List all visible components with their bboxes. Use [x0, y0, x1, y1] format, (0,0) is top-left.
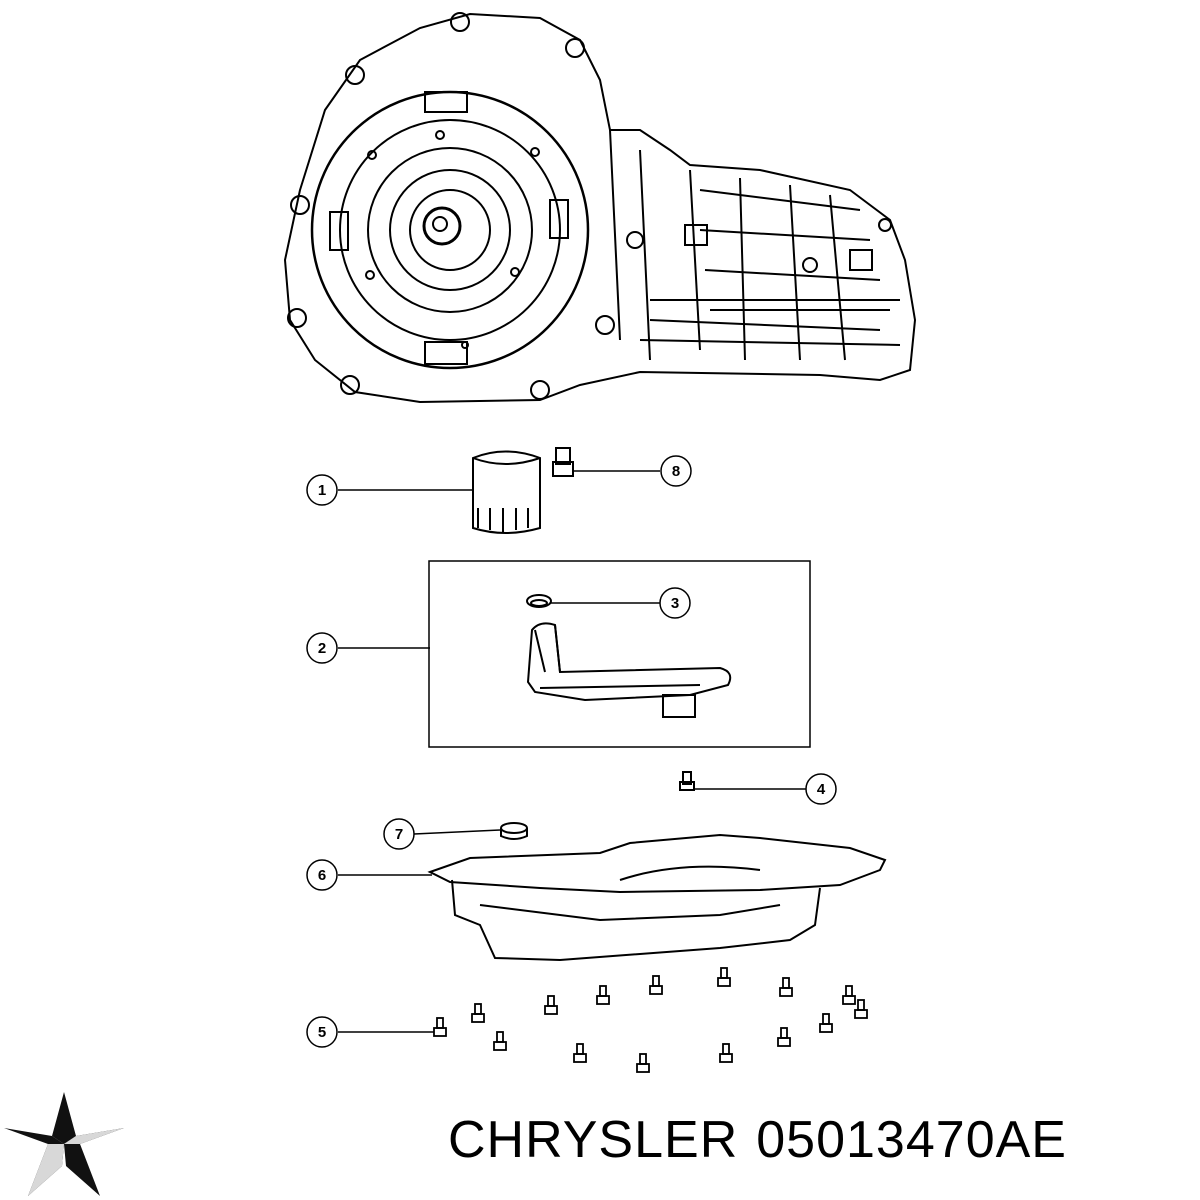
- callout-7-label: 7: [395, 826, 403, 843]
- callout-6: 6: [306, 859, 338, 891]
- callout-5: 5: [306, 1016, 338, 1048]
- callout-3: 3: [659, 587, 691, 619]
- callout-4: 4: [805, 773, 837, 805]
- pentastar-icon: [0, 1088, 128, 1200]
- callout-2-label: 2: [318, 640, 326, 657]
- part-3-seal: [526, 594, 552, 608]
- callout-6-label: 6: [318, 867, 326, 884]
- part-8-plug: [552, 447, 574, 477]
- callout-1-label: 1: [318, 482, 326, 499]
- callout-4-label: 4: [817, 781, 826, 798]
- part-6-oil-pan: [427, 833, 887, 962]
- callout-5-label: 5: [318, 1024, 326, 1041]
- part-4-bolt: [679, 771, 695, 791]
- callout-8: 8: [660, 455, 692, 487]
- callout-7: 7: [383, 818, 415, 850]
- part-1-filter: [472, 450, 541, 534]
- part-caption: CHRYSLER 05013470AE: [448, 1110, 1085, 1170]
- part-5-pan-bolts: [433, 967, 868, 1073]
- part-2-group-box: [428, 560, 811, 748]
- callout-8-label: 8: [672, 463, 680, 480]
- callout-1: 1: [306, 474, 338, 506]
- part-number: 05013470AE: [756, 1111, 1067, 1169]
- callout-2: 2: [306, 632, 338, 664]
- callout-3-label: 3: [671, 595, 679, 612]
- transmission-assembly: [283, 12, 917, 404]
- part-7-magnet: [500, 822, 528, 840]
- part-2-filter-screen: [526, 622, 732, 718]
- leader-lines: [338, 470, 806, 1033]
- brand-name: CHRYSLER: [448, 1111, 739, 1169]
